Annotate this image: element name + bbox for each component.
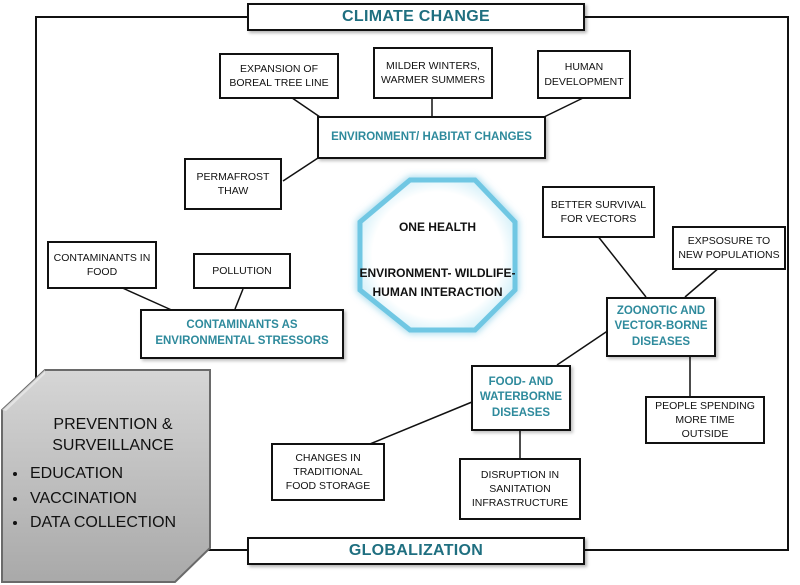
line-exposure bbox=[684, 266, 721, 298]
people-outside-box: PEOPLE SPENDING MORE TIME OUTSIDE bbox=[645, 396, 765, 444]
contaminants-stressors-box: CONTAMINANTS AS ENVIRONMENTAL STRESSORS bbox=[140, 309, 344, 359]
line-pollution bbox=[234, 288, 244, 310]
sanitation-box: DISRUPTION IN SANITATION INFRASTRUCTURE bbox=[459, 458, 581, 520]
line-contam-food bbox=[117, 285, 177, 313]
habitat-changes-box: ENVIRONMENT/ HABITAT CHANGES bbox=[317, 116, 546, 159]
interaction-label: ENVIRONMENT- WILDLIFE- HUMAN INTERACTION bbox=[359, 266, 516, 299]
globalization-title: GLOBALIZATION bbox=[348, 542, 484, 560]
prevention-item-education: EDUCATION bbox=[28, 462, 176, 487]
prevention-list: EDUCATION VACCINATION DATA COLLECTION bbox=[8, 462, 176, 536]
zoonotic-diseases-box: ZOONOTIC AND VECTOR-BORNE DISEASES bbox=[606, 297, 716, 357]
globalization-banner: GLOBALIZATION bbox=[247, 537, 585, 565]
foodborne-diseases-box: FOOD- AND WATERBORNE DISEASES bbox=[471, 365, 571, 431]
exposure-new-populations-box: EXPSOSURE TO NEW POPULATIONS bbox=[672, 226, 786, 270]
boreal-tree-line-box: EXPANSION OF BOREAL TREE LINE bbox=[219, 53, 339, 99]
vector-survival-box: BETTER SURVIVAL FOR VECTORS bbox=[542, 186, 655, 238]
milder-winters-box: MILDER WINTERS, WARMER SUMMERS bbox=[373, 47, 493, 99]
one-health-label: ONE HEALTH bbox=[398, 220, 477, 234]
pollution-box: POLLUTION bbox=[193, 253, 291, 289]
line-storage bbox=[364, 401, 473, 447]
permafrost-thaw-box: PERMAFROST THAW bbox=[184, 158, 282, 210]
one-health-octagon bbox=[357, 177, 518, 333]
prevention-item-vaccination: VACCINATION bbox=[28, 487, 176, 512]
climate-change-banner: CLIMATE CHANGE bbox=[247, 3, 585, 31]
food-storage-box: CHANGES IN TRADITIONAL FOOD STORAGE bbox=[271, 443, 385, 501]
contaminants-in-food-box: CONTAMINANTS IN FOOD bbox=[47, 241, 157, 289]
line-vectors bbox=[592, 229, 647, 298]
climate-change-title: CLIMATE CHANGE bbox=[342, 8, 490, 26]
line-permafrost bbox=[282, 157, 319, 182]
line-zoo-food bbox=[556, 329, 610, 366]
line-human-dev bbox=[543, 97, 584, 118]
prevention-title: PREVENTION & SURVEILLANCE bbox=[52, 416, 174, 455]
human-development-box: HUMAN DEVELOPMENT bbox=[537, 50, 631, 99]
prevention-item-data-collection: DATA COLLECTION bbox=[28, 511, 176, 536]
